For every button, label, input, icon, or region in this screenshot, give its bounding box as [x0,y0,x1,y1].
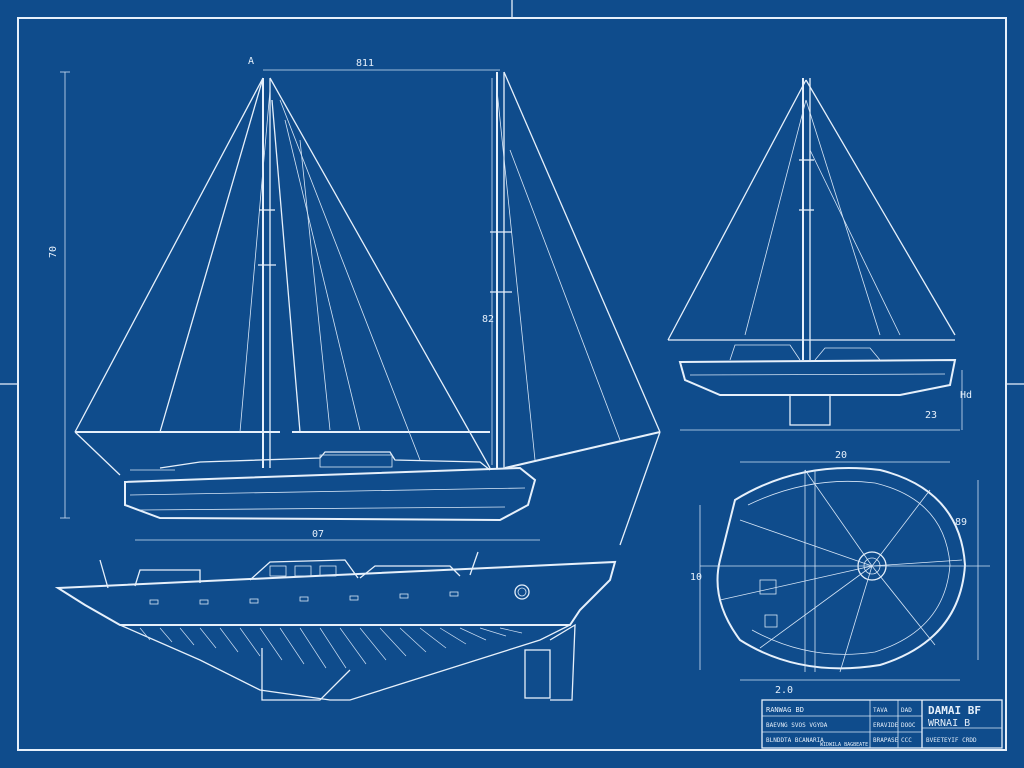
sheet-border [0,0,1024,751]
sail-plan-elevation [74,71,661,546]
title-row-3: BLNDDTA BCANARIA [766,737,824,744]
hull-profile [54,551,617,701]
title-cell-f: CCC [901,737,912,744]
plan-view: 20 10 89 2.0 [690,450,990,696]
title-cell-b: DAD [901,707,912,714]
dim-front-elev-height: 23 [925,410,937,421]
dim-mast-height: 82 [482,314,494,325]
dim-plan-right: 89 [955,517,967,528]
dim-plan-bottom: 2.0 [775,685,793,696]
dim-plan-top: 20 [835,450,847,461]
title-cell-e: BRAPASE [873,737,899,744]
dim-hull-length: 07 [312,529,324,540]
main-dimensions: 70 811 A 82 07 [48,56,540,541]
title-cell-c: ERAVIDE [873,722,899,729]
title-line-1: DAMAI BF [928,704,981,717]
dim-left-height: 70 [48,246,59,258]
title-cell-a: TAVA [873,707,888,714]
title-cell-d: DOOC [901,722,916,729]
dim-front-elev-side: Hd [960,390,972,401]
title-row-2: BAEVNG SVOS VGYDA [766,722,828,729]
svg-text:A: A [248,56,254,67]
title-line-3: BVEETEYIF CRDD [926,737,977,744]
title-row-1: RANWAG BD [766,706,804,714]
front-elevation: 23 Hd [667,78,972,431]
title-row-4: WIDWILA BAGBEATE [820,742,868,748]
dim-plan-left: 10 [690,572,702,583]
title-block: RANWAG BD BAEVNG SVOS VGYDA BLNDDTA BCAN… [761,699,1003,749]
title-line-2: WRNAI B [928,718,970,729]
dim-top-span: 811 [356,58,374,69]
